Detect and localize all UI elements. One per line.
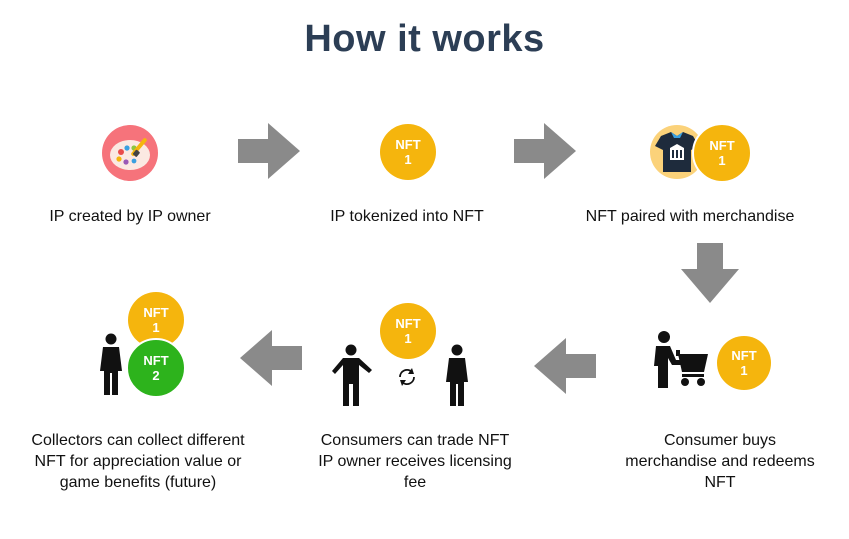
step-label-line: Collectors can collect different — [31, 432, 245, 449]
step-label-collectors: Collectors can collect different NFT for… — [8, 430, 268, 493]
step-label-line: IP tokenized into NFT — [330, 208, 484, 225]
nft-badge-number: 1 — [740, 363, 748, 378]
nft-token-icon-green: NFT 2 — [126, 338, 186, 398]
step-label-line: fee — [403, 474, 427, 491]
palette-icon — [101, 124, 159, 182]
step-label-consumers-trade: Consumers can trade NFT IP owner receive… — [290, 430, 540, 493]
step-label-consumer-buys: Consumer buys merchandise and redeems NF… — [595, 430, 845, 493]
step-label-line: NFT for appreciation value or — [34, 453, 242, 470]
step-label-line: game benefits (future) — [59, 474, 217, 491]
nft-badge-text: NFT — [143, 353, 169, 368]
arrow-down-icon — [681, 243, 739, 303]
arrow-left-icon — [240, 330, 302, 386]
page-title: How it works — [304, 18, 545, 60]
nft-token-icon: NFT 1 — [380, 303, 436, 359]
step-label-line: Consumer buys — [663, 432, 777, 449]
arrow-left-icon — [534, 338, 596, 394]
step-label-ip-created: IP created by IP owner — [20, 206, 240, 227]
step-label-line: NFT paired with merchandise — [585, 208, 795, 225]
shopping-cart-icon — [650, 330, 714, 394]
step-label-nft-paired: NFT paired with merchandise — [560, 206, 820, 227]
step-label-line: NFT — [704, 474, 736, 491]
nft-badge-text: NFT — [395, 316, 421, 331]
step-label-line: merchandise and redeems — [625, 453, 815, 470]
nft-badge-number: 1 — [404, 152, 412, 167]
nft-badge-number: 1 — [152, 320, 160, 335]
person-icon — [444, 344, 470, 408]
nft-token-icon: NFT 1 — [692, 123, 752, 183]
nft-badge-number: 1 — [404, 331, 412, 346]
nft-token-icon: NFT 1 — [717, 336, 771, 390]
step-label-line: IP created by IP owner — [49, 208, 211, 225]
nft-badge-number: 1 — [718, 153, 726, 168]
exchange-cycle-icon — [396, 366, 418, 388]
nft-badge-text: NFT — [143, 305, 169, 320]
nft-badge-text: NFT — [395, 137, 421, 152]
nft-badge-number: 2 — [152, 368, 160, 383]
person-icon — [98, 333, 124, 397]
person-trade-icon — [330, 344, 378, 408]
nft-badge-text: NFT — [709, 138, 735, 153]
arrow-right-icon — [238, 123, 300, 179]
arrow-right-icon — [514, 123, 576, 179]
step-label-line: IP owner receives licensing — [318, 453, 512, 470]
tshirt-icon — [647, 124, 707, 180]
step-label-ip-tokenized: IP tokenized into NFT — [297, 206, 517, 227]
nft-badge-text: NFT — [731, 348, 757, 363]
nft-token-icon: NFT 1 — [380, 124, 436, 180]
step-label-line: Consumers can trade NFT — [320, 432, 510, 449]
